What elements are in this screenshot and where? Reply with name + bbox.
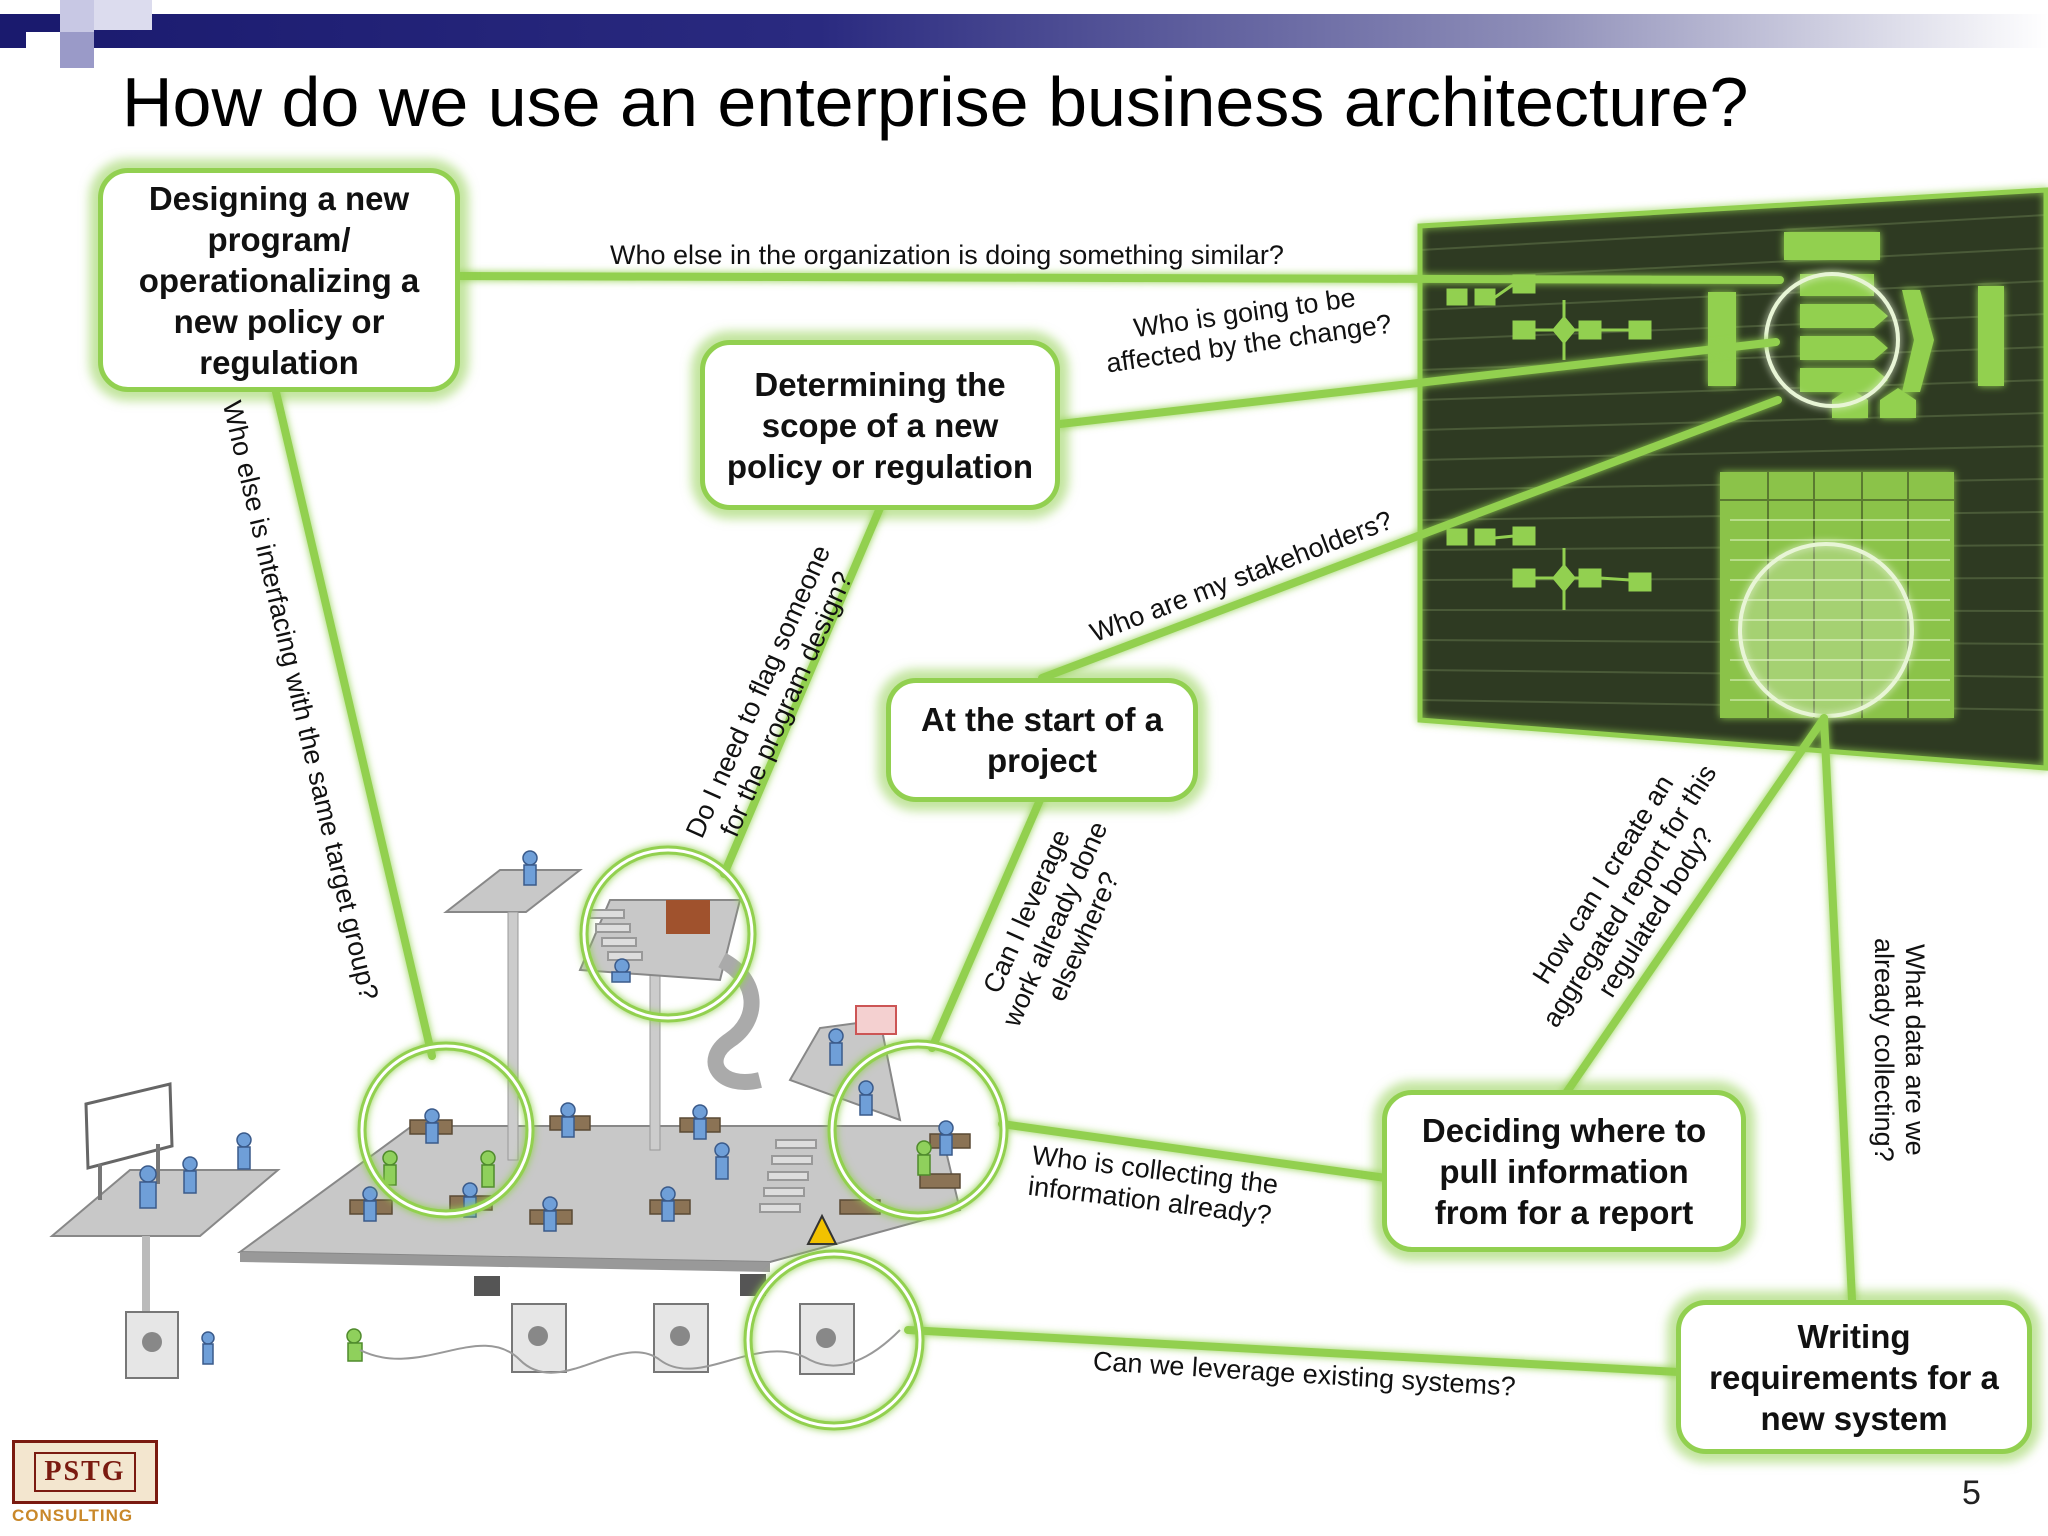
- decor-square: [26, 14, 60, 32]
- pstg-logo: PSTG CONSULTING: [12, 1440, 160, 1526]
- architecture-board: [1417, 187, 2048, 771]
- decor-square: [26, 32, 60, 56]
- decor-square: [60, 32, 94, 68]
- question-data-collecting: What data are we already collecting?: [1868, 938, 1930, 1162]
- question-data-line1: What data are we: [1900, 944, 1930, 1156]
- highlight-circles-inner: [360, 848, 1006, 1428]
- logo-text: PSTG: [34, 1452, 136, 1492]
- page-number: 5: [1962, 1474, 1981, 1512]
- box-project-start: At the start of a project: [886, 678, 1198, 802]
- logo-badge: PSTG: [12, 1440, 158, 1504]
- box-designing-program: Designing a new program/ operationalizin…: [98, 168, 460, 392]
- title-bar: [0, 14, 2048, 48]
- box-determining-scope: Determining the scope of a new policy or…: [700, 340, 1060, 510]
- box-report-source: Deciding where to pull information from …: [1382, 1090, 1746, 1252]
- box-writing-requirements: Writing requirements for a new system: [1676, 1300, 2032, 1454]
- question-data-line2: already collecting?: [1869, 938, 1899, 1162]
- slide-title: How do we use an enterprise business arc…: [122, 63, 1749, 141]
- logo-subtext: CONSULTING: [12, 1506, 134, 1525]
- office-illustration: [49, 850, 971, 1379]
- question-similar-work: Who else in the organization is doing so…: [610, 240, 1284, 270]
- connector-lines: [272, 272, 1856, 1376]
- decor-square: [94, 0, 152, 30]
- decor-square: [60, 0, 94, 32]
